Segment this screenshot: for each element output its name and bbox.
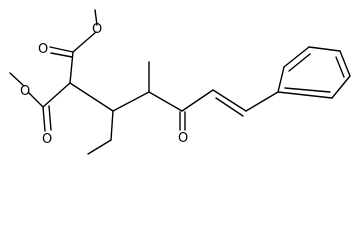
atom-o-ketone: O — [178, 131, 188, 146]
bond-vinyl-phenyl — [245, 91, 279, 112]
bond-ch-ch-methyl — [112, 91, 150, 112]
molecule-structure: O O O O O — [9, 9, 351, 155]
bond-ch-ch-ethyl — [69, 82, 114, 112]
bond-left-c-o-ether — [28, 92, 44, 108]
bond-left-c-o-double-2 — [48, 105, 52, 131]
bond-top-c-o-double-1 — [49, 46, 74, 53]
bond-left-o-methyl — [9, 72, 25, 87]
molecule-canvas: O O O O O — [9, 9, 351, 155]
bond-top-methyl-o — [94, 9, 98, 26]
bond-left-c-o-double-1 — [42, 106, 46, 132]
atom-o-top-ether: O — [92, 22, 102, 37]
bond-top-o-carbonyl-c — [72, 31, 97, 53]
bond-vinyl-double-2 — [215, 97, 244, 117]
bond-top-c-o-double-2 — [50, 52, 73, 58]
bond-ketone-vinyl — [181, 89, 214, 112]
bond-ch-ethyl-ch2 — [110, 110, 114, 141]
bond-ethyl-ch2-ch3 — [87, 139, 112, 155]
bond-vinyl-double-1 — [212, 89, 247, 112]
bond-ch-ketone-c — [148, 91, 183, 112]
bond-top-carbonyl-ch — [69, 51, 74, 84]
phenyl-ring — [277, 46, 351, 99]
bond-ch-lower-carbonyl — [42, 82, 71, 108]
atom-o-left-ether: O — [20, 84, 30, 99]
atom-o-left-carbonyl: O — [42, 132, 52, 147]
atom-o-top-carbonyl: O — [38, 42, 48, 57]
